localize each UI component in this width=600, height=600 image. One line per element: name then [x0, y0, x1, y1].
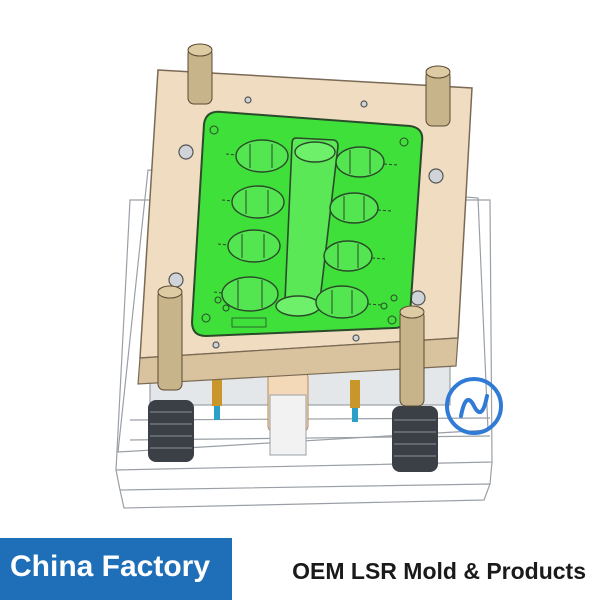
insert-screws — [201, 125, 409, 325]
vent-lines — [213, 153, 399, 306]
guide-pillars — [157, 43, 451, 407]
sprue-top — [294, 141, 336, 163]
cavity-ribs — [237, 144, 371, 314]
product-cavities — [221, 139, 385, 319]
banner-left-block — [0, 538, 232, 600]
mold-plate-side — [137, 337, 459, 385]
swirl-logo-icon — [445, 377, 503, 435]
lower-cylinders — [148, 400, 438, 472]
sprue-bottom — [275, 295, 321, 317]
engraved-mark — [231, 317, 267, 328]
banner-right-text: OEM LSR Mold & Products — [292, 558, 586, 584]
banner-left-text: China Factory — [10, 550, 211, 583]
promo-banner: China Factory OEM LSR Mold & Products — [0, 538, 600, 600]
banner-right-block — [232, 538, 600, 600]
